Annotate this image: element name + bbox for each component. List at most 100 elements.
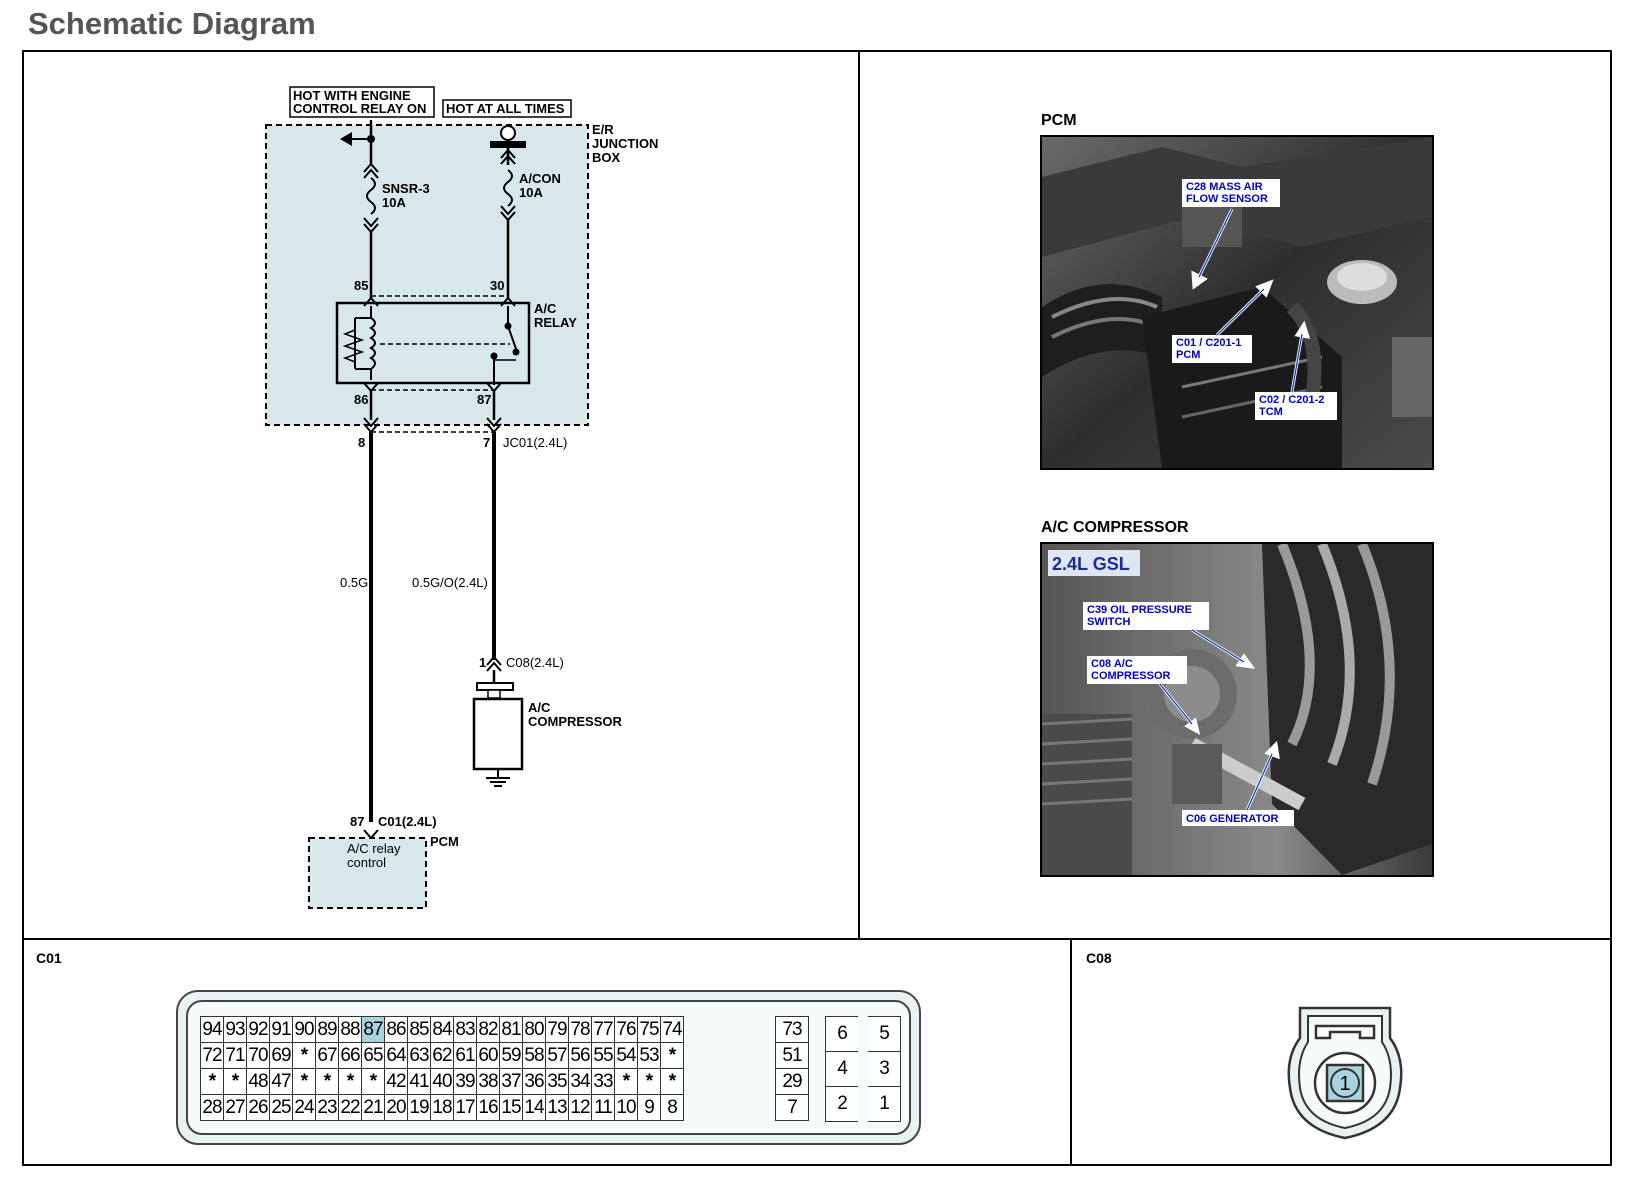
c01-pin: 39 [453,1068,477,1095]
arrow-left-icon [340,132,352,146]
compressor-clutch [487,689,501,699]
pcm-callout-3a: C02 / C201-2 [1259,394,1324,406]
compressor-callout-2b: COMPRESSOR [1091,670,1171,682]
jc-pin-7: 7 [483,435,490,450]
c01-pin: 83 [453,1016,477,1043]
c01-pin: 15 [499,1094,523,1121]
junction-box-label-1: E/R [592,122,614,137]
c01-pin: 18 [430,1094,454,1121]
c01-pin: 13 [545,1094,569,1121]
divider-vertical [858,50,860,940]
c01-pin: 36 [522,1068,546,1095]
fuse-2-rating: 10A [519,185,543,200]
c01-pin: 20 [384,1094,408,1121]
c01-pin: 41 [407,1068,431,1095]
c01-pin: 75 [637,1016,661,1043]
c01-pin-unused: * [223,1068,247,1095]
power-label-1-line2: CONTROL RELAY ON [293,101,426,116]
compressor-badge: 2.4L GSL [1052,554,1130,574]
c01-pin: 6 [825,1016,864,1052]
c08-pin-1: 1 [1339,1073,1350,1095]
schematic-diagram: HOT WITH ENGINE CONTROL RELAY ON HOT AT … [265,86,658,909]
power-label-2-box [442,99,572,118]
c01-pin: 94 [200,1016,224,1043]
c01-pin: 28 [200,1094,224,1121]
c01-pin: 67 [315,1042,339,1069]
power-label-2: HOT AT ALL TIMES [446,101,565,116]
pcm-label: PCM [430,834,459,849]
c01-pin: 7 [775,1094,809,1121]
pcm-box-line2: control [347,855,386,870]
pcm-box-line1: A/C relay [347,841,401,856]
c01-pin: 42 [384,1068,408,1095]
c01-pin: 64 [384,1042,408,1069]
compressor-callout-2a: C08 A/C [1091,658,1133,670]
c08-pin-label: 1 [479,655,486,670]
junction-box [265,124,589,426]
c01-pin: 57 [545,1042,569,1069]
c01-pin: 72 [200,1042,224,1069]
relay-pin-30: 30 [490,278,504,293]
relay-pin-86: 86 [354,392,368,407]
c08-conn-label: C08(2.4L) [506,655,564,670]
c01-label: C01 [36,950,62,966]
c08-label: C08 [1086,950,1112,966]
c01-pin-unused: * [315,1068,339,1095]
relay-coil-icon [369,317,376,370]
pcm-callout-1a: C28 MASS AIR [1186,181,1263,193]
c01-pin: 80 [522,1016,546,1043]
c01-pin: 54 [614,1042,638,1069]
c01-pin: 81 [499,1016,523,1043]
c01-pin: 19 [407,1094,431,1121]
c01-pin: 56 [568,1042,592,1069]
c01-pin: 11 [591,1094,615,1121]
c01-pin: 24 [292,1094,316,1121]
c01-pin: 71 [223,1042,247,1069]
fuse-snsr-3-icon [366,177,376,215]
c01-pin-unused: * [200,1068,224,1095]
fuse-2-name: A/CON [519,171,561,186]
c01-pin-unused: * [292,1068,316,1095]
c01-pin-unused: * [292,1042,316,1069]
c01-pin: 14 [522,1094,546,1121]
c01-pin: 29 [775,1068,809,1095]
c01-pin: 89 [315,1016,339,1043]
c01-pin: 23 [315,1094,339,1121]
c01-pin: 10 [614,1094,638,1121]
divider-horizontal [22,938,1612,940]
divider-vertical-bottom [1070,938,1072,1166]
wire-right-label: 0.5G/O(2.4L) [412,575,488,590]
c01-pin: 74 [660,1016,684,1043]
c01-pin: 17 [453,1094,477,1121]
c01-pin: 34 [568,1068,592,1095]
pcm-callout-1b: FLOW SENSOR [1186,193,1268,205]
relay-label-1: A/C [534,301,557,316]
c01-pin: 3 [858,1051,901,1087]
c01-pin: 4 [825,1051,864,1087]
c01-pin: 38 [476,1068,500,1095]
c01-pin: 63 [407,1042,431,1069]
c01-pin: 37 [499,1068,523,1095]
c01-pin: 21 [361,1094,385,1121]
c01-pin: 55 [591,1042,615,1069]
c01-pin: 93 [223,1016,247,1043]
c01-pin: 76 [614,1016,638,1043]
c01-pin: 90 [292,1016,316,1043]
c01-pin: 2 [825,1086,864,1122]
c01-pin: 16 [476,1094,500,1121]
c01-pin: 88 [338,1016,362,1043]
c01-pin: 60 [476,1042,500,1069]
pcm-box [308,837,427,909]
c01-pin: 91 [269,1016,293,1043]
junction-box-label-2: JUNCTION [592,136,658,151]
c01-pin: 1 [858,1086,901,1122]
c08-connector: 1 [1287,1006,1403,1140]
fuse-1-rating: 10A [382,195,406,210]
wire-left-label: 0.5G [340,575,368,590]
c01-pin: 77 [591,1016,615,1043]
compressor-label-1: A/C [528,700,551,715]
c01-pin: 87 [361,1016,385,1043]
